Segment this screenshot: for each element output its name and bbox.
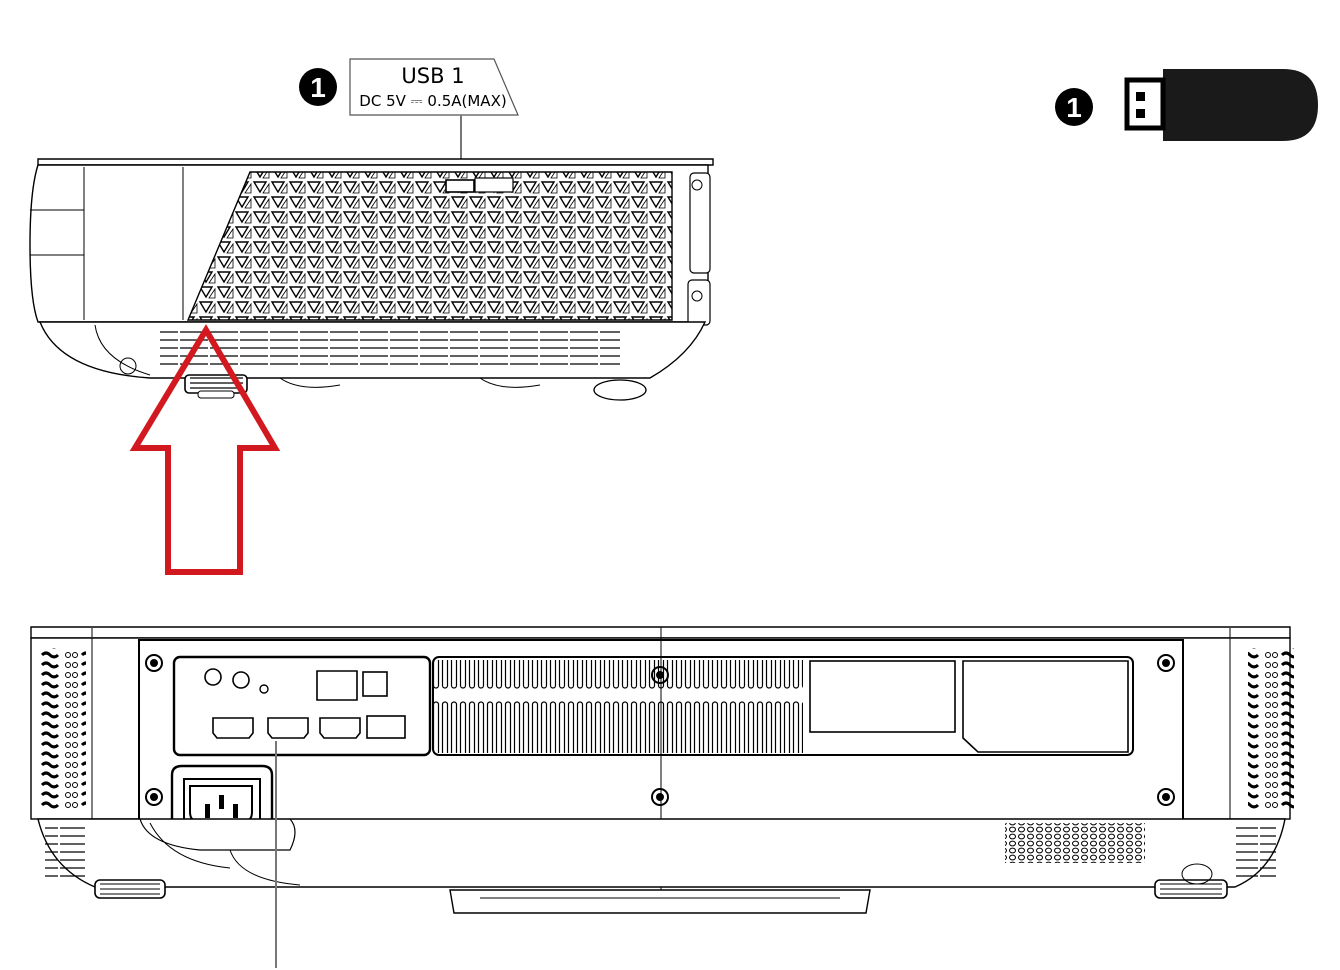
- usb-port-rear: [362, 671, 388, 697]
- usb-label-spec: DC 5V ⎓ 0.5A(MAX): [359, 92, 506, 110]
- hdmi-port-3: [319, 717, 361, 739]
- ir-sensor: [259, 684, 269, 694]
- power-socket-icon: [170, 764, 274, 834]
- lan-port: [316, 670, 358, 701]
- io-port-panel: [172, 655, 432, 757]
- right-side-vent: [1248, 648, 1294, 810]
- up-arrow-icon: [129, 324, 281, 575]
- usb-port-badge: [299, 68, 337, 106]
- projector-back-view: [30, 626, 1294, 968]
- usb-drive-badge: [1055, 88, 1093, 126]
- usb-label-title: USB 1: [401, 64, 464, 88]
- usb-drive-badge-number: 1: [1066, 92, 1082, 123]
- audio-jack-2: [232, 671, 250, 689]
- usb-port: [445, 179, 475, 193]
- usb-drive-callout: 1: [1055, 69, 1318, 141]
- hdmi-port-1: [212, 717, 254, 739]
- rear-vent-slots: [433, 660, 803, 753]
- bottom-dot-vent: [1005, 823, 1145, 863]
- label-window-2: [962, 660, 1129, 753]
- usb-port-callout: 1 USB 1 DC 5V ⎓ 0.5A(MAX): [299, 58, 519, 180]
- label-window-1: [809, 660, 956, 733]
- side-vent-grille: [186, 171, 673, 321]
- usb-label-box: [349, 58, 519, 116]
- left-side-vent: [40, 648, 86, 810]
- usb-port-badge-number: 1: [310, 72, 326, 103]
- usb-drive-icon: [1124, 69, 1318, 141]
- projector-side-view: [29, 158, 714, 401]
- audio-jack-1: [204, 668, 222, 686]
- usb-port-rear-2: [366, 715, 406, 739]
- hdmi-port-2: [267, 717, 309, 739]
